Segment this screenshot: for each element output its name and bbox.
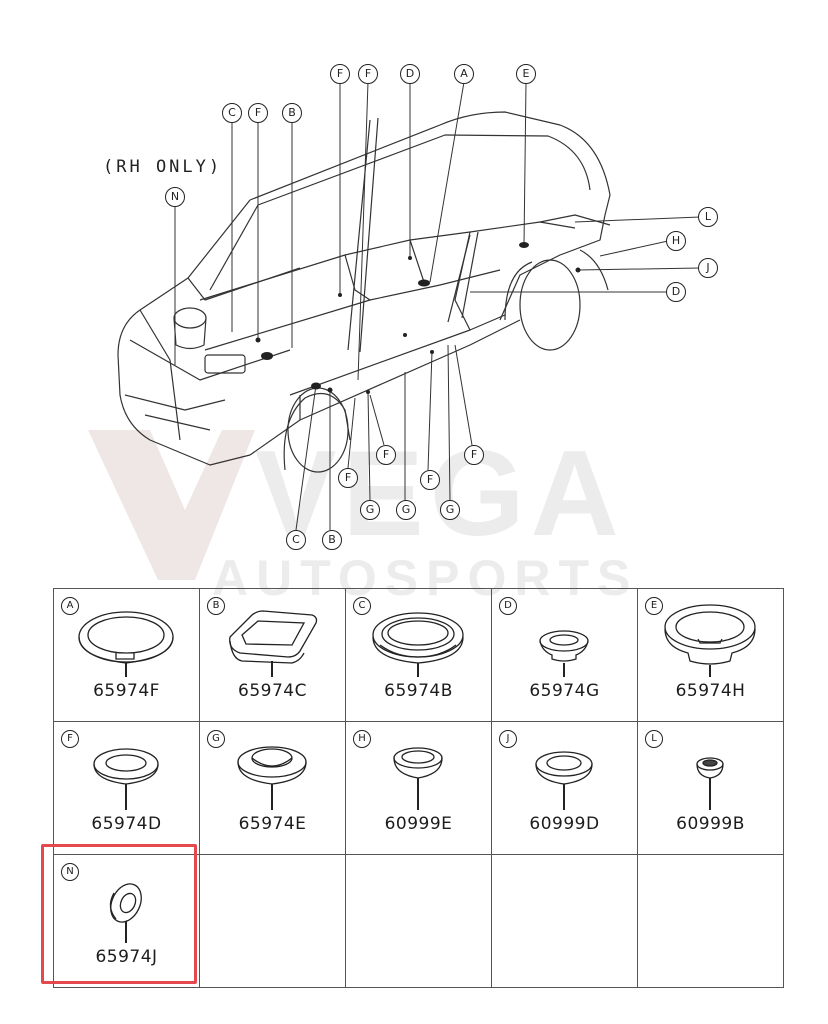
parts-row: F 65974D G bbox=[53, 721, 784, 855]
callout-f: F bbox=[376, 445, 396, 465]
empty-cell bbox=[345, 854, 492, 988]
part-number: 60999D bbox=[529, 814, 600, 834]
part-letter: C bbox=[353, 597, 371, 615]
part-letter: G bbox=[207, 730, 225, 748]
part-cell-j[interactable]: J 60999D bbox=[491, 721, 638, 855]
callout-c: C bbox=[222, 103, 242, 123]
medium-flat-grommet-icon bbox=[93, 748, 159, 810]
parts-table: A 65974F B bbox=[53, 588, 784, 988]
callout-g: G bbox=[440, 500, 460, 520]
callout-d: D bbox=[400, 64, 420, 84]
part-letter: J bbox=[499, 730, 517, 748]
front-wheel-arch bbox=[283, 392, 351, 471]
part-number: 60999E bbox=[384, 814, 453, 834]
part-cell-c[interactable]: C 65974B bbox=[345, 588, 492, 722]
callout-f: F bbox=[338, 468, 358, 488]
callout-l: L bbox=[698, 207, 718, 227]
rectangular-grommet-icon bbox=[229, 610, 318, 677]
side-sill-outline bbox=[249, 319, 521, 456]
callout-f: F bbox=[420, 470, 440, 490]
part-number: 65974B bbox=[384, 681, 453, 701]
part-cell-d[interactable]: D 65974G bbox=[491, 588, 638, 722]
car-roof-outline bbox=[249, 111, 611, 216]
empty-cell bbox=[637, 854, 784, 988]
tiny-plug-icon bbox=[696, 757, 724, 810]
empty-cell bbox=[199, 854, 346, 988]
rh-only-note: (RH ONLY) bbox=[103, 157, 223, 177]
callout-g: G bbox=[360, 500, 380, 520]
small-ring-plug-icon bbox=[535, 751, 593, 810]
part-cell-e[interactable]: E 65974H bbox=[637, 588, 784, 722]
part-cell-b[interactable]: B 65974C bbox=[199, 588, 346, 722]
part-letter: F bbox=[61, 730, 79, 748]
part-letter: B bbox=[207, 597, 225, 615]
empty-cell bbox=[491, 854, 638, 988]
part-letter: E bbox=[645, 597, 663, 615]
part-number: 65974D bbox=[91, 814, 162, 834]
part-number: 65974C bbox=[238, 681, 307, 701]
part-cell-n[interactable]: N 65974J bbox=[53, 854, 200, 988]
angled-grommet-icon bbox=[109, 883, 142, 943]
part-cell-h[interactable]: H 60999E bbox=[345, 721, 492, 855]
car-front-outline bbox=[117, 277, 251, 466]
callout-j: J bbox=[698, 258, 718, 278]
part-letter: H bbox=[353, 730, 371, 748]
car-rear-outline bbox=[499, 214, 606, 321]
part-cell-f[interactable]: F 65974D bbox=[53, 721, 200, 855]
callout-f: F bbox=[330, 64, 350, 84]
small-domed-plug-icon bbox=[393, 747, 443, 810]
callout-g: G bbox=[396, 500, 416, 520]
callout-c: C bbox=[286, 530, 306, 550]
part-letter: L bbox=[645, 730, 663, 748]
part-letter: N bbox=[61, 863, 79, 881]
part-letter: D bbox=[499, 597, 517, 615]
domed-grommet-icon bbox=[237, 746, 307, 810]
callout-d: D bbox=[666, 282, 686, 302]
part-number: 60999B bbox=[676, 814, 745, 834]
callout-f: F bbox=[464, 445, 484, 465]
part-number: 65974G bbox=[529, 681, 600, 701]
part-cell-g[interactable]: G 65974E bbox=[199, 721, 346, 855]
large-flat-grommet-icon bbox=[78, 611, 174, 677]
small-cup-grommet-icon bbox=[539, 630, 589, 677]
callout-f: F bbox=[248, 103, 268, 123]
parts-row: A 65974F B bbox=[53, 588, 784, 722]
deep-cup-grommet-icon bbox=[664, 604, 756, 677]
part-cell-l[interactable]: L 60999B bbox=[637, 721, 784, 855]
callout-h: H bbox=[666, 231, 686, 251]
parts-row: N 65974J bbox=[53, 854, 784, 988]
callout-b: B bbox=[322, 530, 342, 550]
part-letter: A bbox=[61, 597, 79, 615]
part-cell-a[interactable]: A 65974F bbox=[53, 588, 200, 722]
part-number: 65974J bbox=[95, 947, 158, 967]
part-number: 65974F bbox=[93, 681, 160, 701]
callout-a: A bbox=[454, 64, 474, 84]
callout-b: B bbox=[282, 103, 302, 123]
callout-e: E bbox=[516, 64, 536, 84]
part-number: 65974H bbox=[675, 681, 746, 701]
part-number: 65974E bbox=[238, 814, 307, 834]
callout-f: F bbox=[358, 64, 378, 84]
rear-wheel bbox=[519, 259, 581, 351]
callout-n: N bbox=[165, 187, 185, 207]
car-body-diagram bbox=[117, 81, 701, 531]
large-ring-grommet-icon bbox=[372, 612, 464, 677]
highlight-box bbox=[41, 844, 197, 984]
